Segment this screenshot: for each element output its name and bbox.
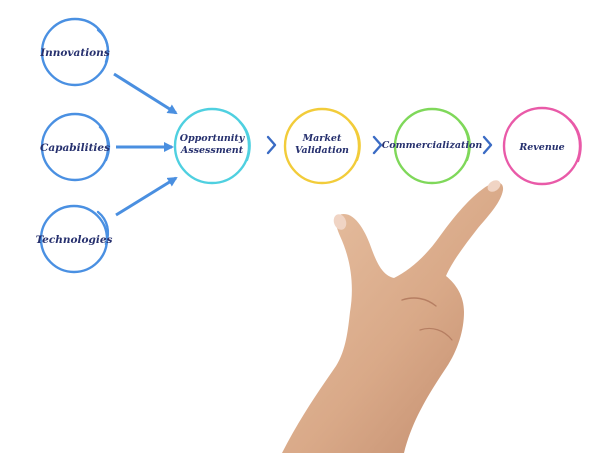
stage-node-opportunity-assessment: Opportunity Assessment	[173, 107, 251, 185]
circle-tail-stroke	[96, 210, 110, 246]
hand-thumbnail	[333, 214, 347, 230]
arrow-innovations-to-assessment	[113, 72, 178, 115]
circle-tail-stroke	[96, 28, 110, 64]
input-node-innovations: Innovations	[39, 17, 110, 87]
circle-tail-stroke	[458, 120, 471, 162]
input-label: Innovations	[39, 47, 110, 59]
stage-node-revenue: Revenue	[502, 106, 582, 186]
input-label: Capabilities	[40, 142, 110, 154]
hand-knuckle-crease	[419, 327, 453, 341]
stage-label-line-1: Revenue	[518, 142, 564, 153]
circle-tail-stroke	[568, 118, 582, 163]
stage-label-line-2: Validation	[295, 145, 349, 156]
circle-tail-stroke	[238, 120, 251, 162]
stage-label-line-1: Opportunity	[180, 133, 246, 144]
circle-tail-stroke	[348, 120, 361, 162]
stage-node-commercialization: Commercialization	[382, 107, 483, 185]
circle-tail-stroke	[98, 125, 111, 162]
arrow-technologies-to-assessment	[115, 176, 178, 217]
hand-fingernail	[487, 180, 501, 192]
chevron-right-icon	[482, 135, 493, 155]
hand-finger-crease	[401, 297, 437, 307]
input-node-capabilities: Capabilities	[40, 112, 111, 182]
stage-label-line-1: Market	[302, 133, 342, 144]
input-label: Technologies	[36, 234, 113, 246]
stage-label-line-2: Assessment	[180, 145, 244, 156]
hand-arm	[282, 182, 504, 453]
chevron-right-icon	[266, 135, 277, 155]
chevron-right-icon	[372, 135, 383, 155]
stage-node-market-validation: Market Validation	[283, 107, 361, 185]
stage-label-line-1: Commercialization	[382, 140, 483, 151]
input-node-technologies: Technologies	[36, 204, 113, 274]
pointing-hand-image	[282, 180, 504, 453]
